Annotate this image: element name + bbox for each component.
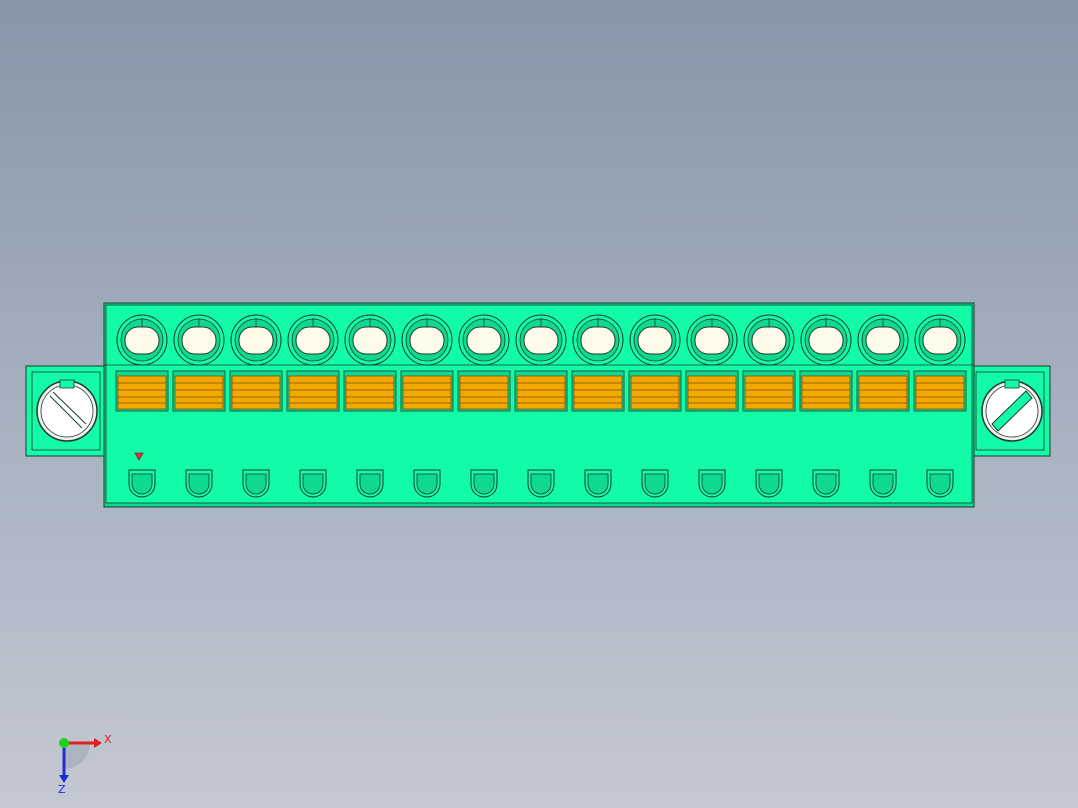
pin-14[interactable] — [856, 314, 910, 498]
wire-entry-hole-icon[interactable] — [637, 326, 673, 355]
release-pusher-icon[interactable] — [359, 473, 381, 495]
pin-9[interactable] — [571, 314, 625, 498]
contact-spring-icon — [516, 375, 566, 410]
wire-entry-hole-icon[interactable] — [922, 326, 958, 355]
contact-spring-icon — [630, 375, 680, 410]
contact-spring-icon — [231, 375, 281, 410]
left-screw-slot-a — [49, 395, 83, 429]
triad-x-label: X — [104, 733, 112, 746]
wire-entry-hole-icon[interactable] — [808, 326, 844, 355]
release-pusher-icon[interactable] — [302, 473, 324, 495]
release-pusher-icon[interactable] — [701, 473, 723, 495]
pin-10[interactable] — [628, 314, 682, 498]
pin1-marker-icon — [134, 452, 144, 461]
wire-entry-hole-icon[interactable] — [124, 326, 160, 355]
pin-5[interactable] — [343, 314, 397, 498]
pin-13[interactable] — [799, 314, 853, 498]
left-screw-rim — [40, 384, 94, 438]
contact-spring-icon — [402, 375, 452, 410]
triad-x-arrow-icon — [94, 738, 102, 748]
left-screw-tab — [59, 379, 75, 389]
wire-entry-hole-icon[interactable] — [694, 326, 730, 355]
right-screw-slot — [991, 390, 1033, 432]
contact-spring-icon — [174, 375, 224, 410]
left-screw-slot-b — [52, 391, 87, 425]
contact-spring-icon — [117, 375, 167, 410]
triad-y-axis-icon — [59, 738, 69, 748]
release-pusher-icon[interactable] — [872, 473, 894, 495]
pin-2[interactable] — [172, 314, 226, 498]
release-pusher-icon[interactable] — [473, 473, 495, 495]
contact-spring-icon — [915, 375, 965, 410]
wire-entry-hole-icon[interactable] — [865, 326, 901, 355]
pin-11[interactable] — [685, 314, 739, 498]
wire-entry-hole-icon[interactable] — [751, 326, 787, 355]
right-flange[interactable] — [969, 365, 1051, 457]
pin-12[interactable] — [742, 314, 796, 498]
triad-plane — [64, 743, 90, 769]
triad-z-arrow-icon — [59, 775, 69, 783]
contact-spring-icon — [801, 375, 851, 410]
contact-spring-icon — [744, 375, 794, 410]
contact-spring-icon — [345, 375, 395, 410]
contact-spring-icon — [459, 375, 509, 410]
release-pusher-icon[interactable] — [530, 473, 552, 495]
pin-7[interactable] — [457, 314, 511, 498]
release-pusher-icon[interactable] — [587, 473, 609, 495]
release-pusher-icon[interactable] — [416, 473, 438, 495]
release-pusher-icon[interactable] — [644, 473, 666, 495]
right-screw-tab — [1004, 379, 1020, 389]
pin-array — [115, 314, 967, 498]
contact-spring-icon — [687, 375, 737, 410]
wire-entry-hole-icon[interactable] — [238, 326, 274, 355]
release-pusher-icon[interactable] — [929, 473, 951, 495]
wire-entry-hole-icon[interactable] — [295, 326, 331, 355]
contact-spring-icon — [573, 375, 623, 410]
release-pusher-icon[interactable] — [245, 473, 267, 495]
pin-15[interactable] — [913, 314, 967, 498]
wire-entry-hole-icon[interactable] — [466, 326, 502, 355]
contact-spring-icon — [858, 375, 908, 410]
left-flange[interactable] — [25, 365, 107, 457]
wire-entry-hole-icon[interactable] — [352, 326, 388, 355]
contact-spring-icon — [288, 375, 338, 410]
release-pusher-icon[interactable] — [815, 473, 837, 495]
pin-6[interactable] — [400, 314, 454, 498]
pin-8[interactable] — [514, 314, 568, 498]
release-pusher-icon[interactable] — [188, 473, 210, 495]
wire-entry-hole-icon[interactable] — [580, 326, 616, 355]
coordinate-triad: X Z — [58, 733, 112, 795]
release-pusher-icon[interactable] — [131, 473, 153, 495]
wire-entry-hole-icon[interactable] — [181, 326, 217, 355]
triad-z-label: Z — [58, 783, 66, 795]
pin-3[interactable] — [229, 314, 283, 498]
wire-entry-hole-icon[interactable] — [409, 326, 445, 355]
pin-4[interactable] — [286, 314, 340, 498]
wire-entry-hole-icon[interactable] — [523, 326, 559, 355]
release-pusher-icon[interactable] — [758, 473, 780, 495]
pin-1[interactable] — [115, 314, 169, 498]
